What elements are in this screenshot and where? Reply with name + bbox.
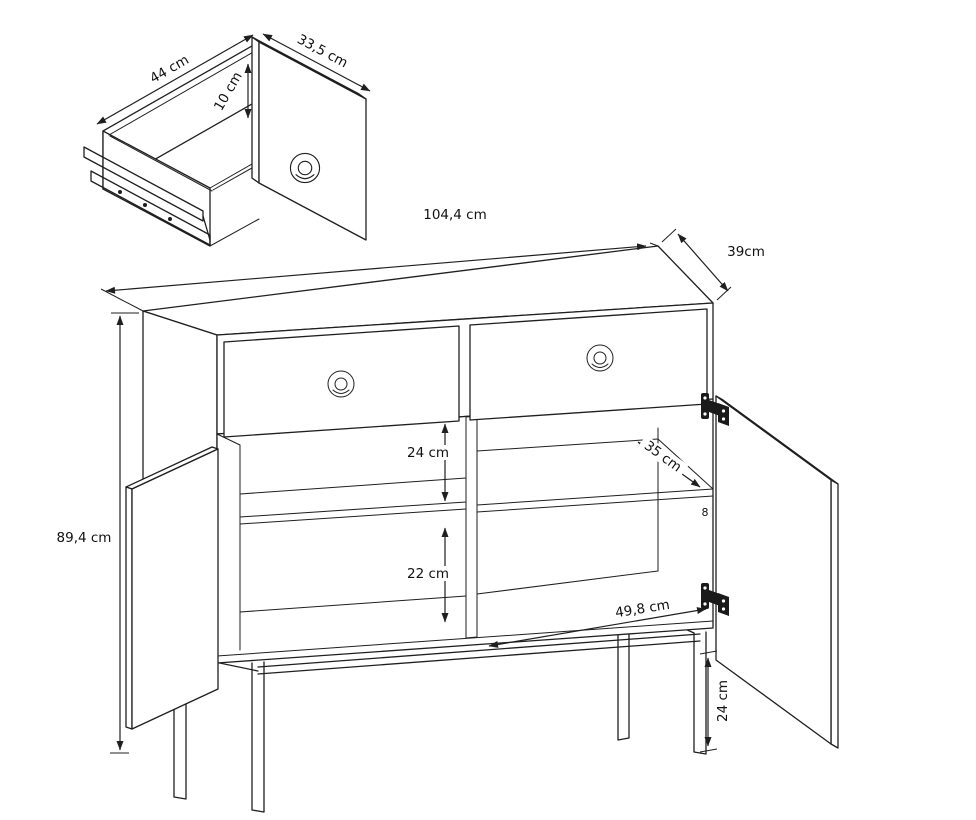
cabinet-depth-label: 39cm bbox=[727, 244, 765, 260]
dim-cabinet-width: 104,4 cm bbox=[100, 207, 659, 312]
left-door bbox=[125, 446, 219, 730]
left-door-face bbox=[131, 448, 219, 730]
right-door bbox=[715, 395, 839, 749]
cabinet-opening bbox=[216, 398, 714, 664]
left-shelf bbox=[239, 477, 467, 525]
cabinet-interior bbox=[216, 415, 714, 657]
dim-leg-height: 24 cm bbox=[699, 650, 731, 753]
drawer-near-wall bbox=[102, 130, 211, 247]
right-door-face bbox=[715, 395, 832, 745]
right-door-outer-edge bbox=[830, 479, 839, 749]
drawer-detail-drawing: 44 cm 33,5 cm 10 cm bbox=[83, 29, 371, 247]
cabinet-height-label: 89,4 cm bbox=[57, 530, 112, 546]
dim-cabinet-height: 89,4 cm bbox=[57, 312, 139, 754]
drawer-front-panel-left-edge bbox=[251, 36, 260, 184]
right-shelf bbox=[476, 438, 714, 513]
interior-left-wall-edge bbox=[216, 433, 241, 651]
drawer-front-panel bbox=[258, 41, 367, 241]
drawer-width-label: 44 cm bbox=[147, 52, 191, 87]
drawer-slide-rails bbox=[83, 146, 211, 246]
left-door-outer-edge bbox=[125, 486, 133, 730]
dim-cabinet-depth: 39cm bbox=[661, 228, 765, 301]
shelf-clearance-bottom-label: 22 cm bbox=[407, 566, 449, 582]
left-drawer-front bbox=[223, 325, 460, 438]
interior-floor-back-edges bbox=[239, 570, 659, 613]
leg-height-label: 24 cm bbox=[715, 680, 731, 722]
center-divider bbox=[465, 415, 478, 639]
cabinet-drawing: 104,4 cm 39cm 89,4 cm 24 cm 22 cm bbox=[57, 207, 839, 813]
base-frame-front bbox=[251, 631, 707, 813]
thickness-label: 8 bbox=[702, 506, 709, 519]
dim-shelf-clearance-bottom: 22 cm bbox=[402, 527, 454, 623]
shelf-clearance-top-label: 24 cm bbox=[407, 445, 449, 461]
cabinet-width-label: 104,4 cm bbox=[423, 207, 487, 223]
dim-shelf-clearance-top: 24 cm bbox=[402, 423, 454, 502]
